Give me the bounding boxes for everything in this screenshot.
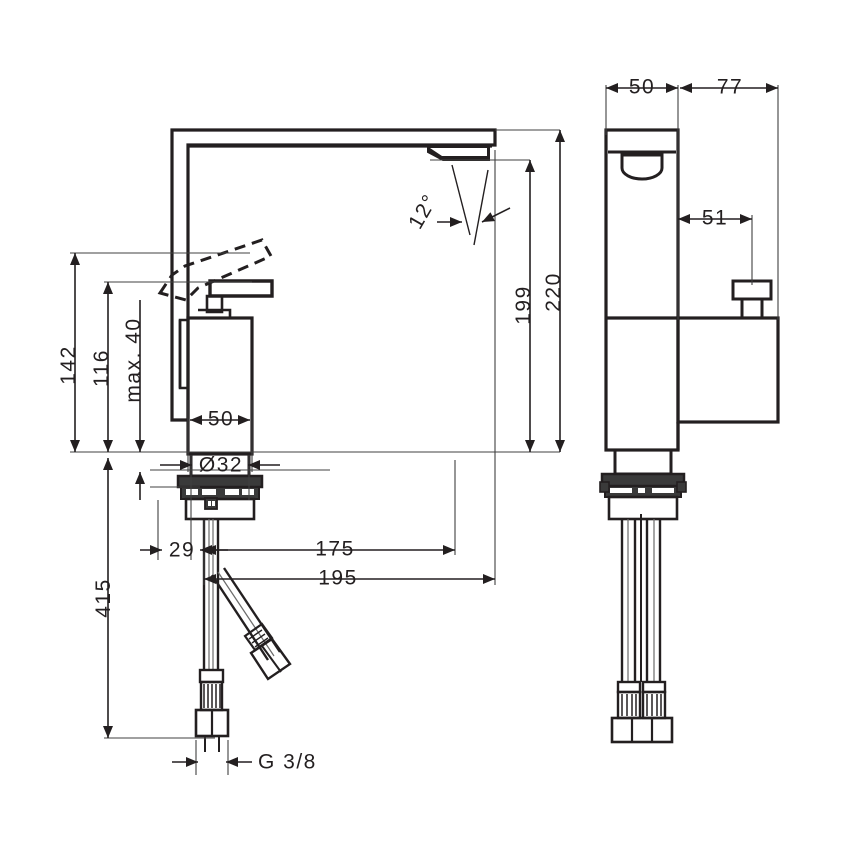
side-elevation-view [599, 128, 780, 744]
lever-handle-open-dashed [157, 238, 274, 302]
dimension-label-415: 415 [92, 578, 115, 618]
dimension-label-g38: G 3/8 [258, 751, 317, 774]
side-base-mounting-assembly [599, 448, 687, 521]
dimension-label-116: 116 [90, 349, 113, 387]
side-body-block [606, 316, 780, 450]
side-supply-hoses [610, 514, 674, 744]
dimension-label-77: 77 [717, 76, 743, 99]
base-mounting-assembly [176, 452, 264, 521]
dimension-label-50-side: 50 [629, 76, 655, 99]
supply-hose-angled [210, 567, 292, 681]
dimension-label-220: 220 [542, 272, 565, 312]
dimension-lines [70, 83, 778, 767]
dimension-label-51: 51 [702, 207, 728, 230]
extension-lines [70, 85, 779, 775]
dimension-label-29: 29 [169, 539, 195, 562]
dimension-label-142: 142 [57, 345, 80, 385]
angle-12-leader [437, 164, 511, 246]
side-spout-pillar [604, 128, 680, 452]
dimension-label-50-front: 50 [208, 408, 234, 431]
dimension-label-195: 195 [318, 567, 358, 590]
mixer-body [178, 316, 254, 456]
dimension-label-199: 199 [512, 285, 535, 325]
lever-handle [198, 279, 274, 318]
spout-arm [170, 128, 497, 422]
front-elevation-view [157, 128, 497, 752]
side-lever-knob [731, 279, 773, 320]
supply-hose [194, 519, 230, 752]
dimension-label-175: 175 [315, 538, 355, 561]
dimension-label-angle-12: 12° [404, 190, 442, 233]
dimension-label-diameter-32: Ø32 [199, 454, 243, 477]
aerator-outlet [427, 145, 490, 161]
dimension-label-max-40: max. 40 [122, 317, 145, 402]
